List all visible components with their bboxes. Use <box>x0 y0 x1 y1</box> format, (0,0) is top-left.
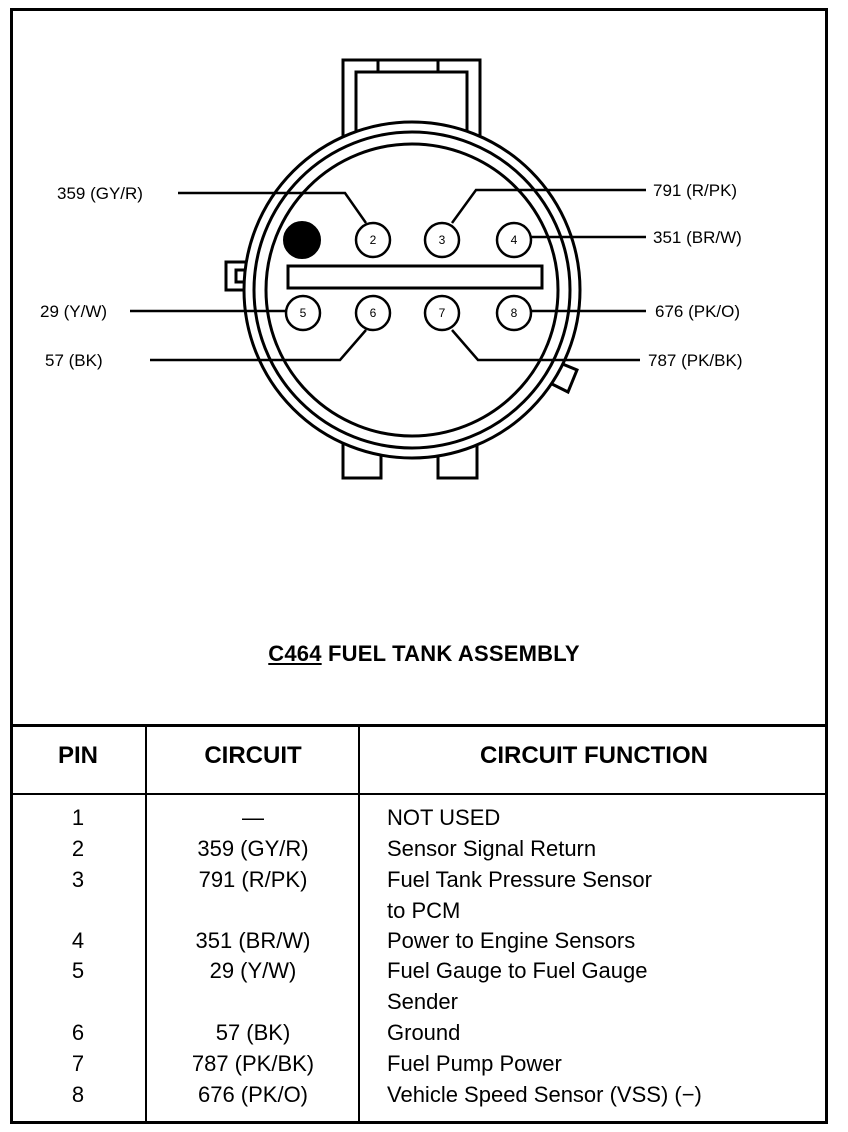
pin-number: 6 <box>370 306 377 320</box>
pin-number: 4 <box>511 233 518 247</box>
pin-3: 3 <box>423 221 461 259</box>
row-circuit: 57 (BK) <box>215 1020 291 1045</box>
header-circuit: CIRCUIT <box>204 742 302 769</box>
row-pin: 5 <box>71 958 85 983</box>
pin-8: 8 <box>495 294 533 332</box>
row-function: Power to Engine Sensors <box>387 928 636 953</box>
connector-title: FUEL TANK ASSEMBLY <box>327 641 580 666</box>
connector-housing <box>224 58 582 480</box>
leader-pin-6 <box>150 329 367 362</box>
connector-diagram: 1 2 3 4 5 6 7 8 359 (GY/R) 791 (R/PK) <box>40 58 743 480</box>
leader-pin-2 <box>178 191 368 224</box>
row-circuit: 351 (BR/W) <box>195 928 311 953</box>
header-function: CIRCUIT FUNCTION <box>480 742 708 769</box>
wire-label-pin-6: 57 (BK) <box>45 351 103 370</box>
row-circuit: — <box>242 805 264 830</box>
table-col-divider-2 <box>358 724 360 1124</box>
pin-number: 3 <box>439 233 446 247</box>
row-function: Fuel Gauge to Fuel Gauge Sender <box>387 958 648 1014</box>
row-circuit: 791 (R/PK) <box>198 867 308 892</box>
row-circuit: 676 (PK/O) <box>197 1082 309 1107</box>
row-function: Vehicle Speed Sensor (VSS) (−) <box>387 1082 702 1107</box>
pin-5: 5 <box>284 294 322 332</box>
pin-number: 2 <box>370 233 377 247</box>
diagram-frame <box>10 8 828 1124</box>
row-pin: 3 <box>71 867 85 892</box>
pin-6: 6 <box>354 294 392 332</box>
table-col-divider-1 <box>145 724 147 1124</box>
pin-number: 7 <box>439 306 446 320</box>
row-pin: 6 <box>71 1020 85 1045</box>
row-pin: 4 <box>71 928 85 953</box>
leader-pin-3 <box>450 188 646 224</box>
row-function: Fuel Pump Power <box>387 1051 562 1076</box>
row-circuit: 787 (PK/BK) <box>191 1051 315 1076</box>
wire-label-pin-7: 787 (PK/BK) <box>648 351 743 370</box>
pin-2: 2 <box>354 221 392 259</box>
row-circuit: 359 (GY/R) <box>197 836 309 861</box>
pin-1: 1 <box>283 221 321 259</box>
table-header-divider <box>10 793 828 795</box>
wire-label-pin-2: 359 (GY/R) <box>57 184 143 203</box>
row-function: Fuel Tank Pressure Sensor to PCM <box>387 867 652 923</box>
row-circuit: 29 (Y/W) <box>209 958 297 983</box>
leader-pin-7 <box>451 329 640 362</box>
wire-label-pin-4: 351 (BR/W) <box>653 228 742 247</box>
row-function: Sensor Signal Return <box>387 836 597 861</box>
row-pin: 2 <box>71 836 85 861</box>
table-top-border <box>10 724 828 727</box>
pin-number: 1 <box>299 233 306 247</box>
connector-code: C464 <box>268 641 322 666</box>
pin-number: 5 <box>300 306 307 320</box>
wire-label-pin-3: 791 (R/PK) <box>653 181 737 200</box>
wire-label-pin-5: 29 (Y/W) <box>40 302 107 321</box>
wire-label-pin-8: 676 (PK/O) <box>655 302 740 321</box>
pin-4: 4 <box>495 221 533 259</box>
row-function: NOT USED <box>387 805 501 830</box>
row-pin: 1 <box>71 805 85 830</box>
row-function: Ground <box>387 1020 461 1045</box>
row-pin: 7 <box>71 1051 85 1076</box>
row-pin: 8 <box>71 1082 85 1107</box>
leader-lines <box>130 188 646 362</box>
connector-caption: C464 FUEL TANK ASSEMBLY <box>0 641 848 667</box>
header-pin: PIN <box>57 742 98 769</box>
pin-number: 8 <box>511 306 518 320</box>
pin-7: 7 <box>423 294 461 332</box>
